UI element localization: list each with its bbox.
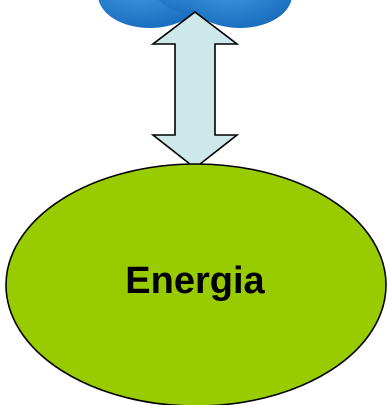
- top-node-right-sphere: [188, 0, 292, 28]
- energy-node-ellipse: [5, 163, 387, 405]
- energy-node-label: Energia: [125, 260, 265, 302]
- top-node-cluster: [98, 0, 292, 28]
- double-arrow-connector: [150, 10, 240, 170]
